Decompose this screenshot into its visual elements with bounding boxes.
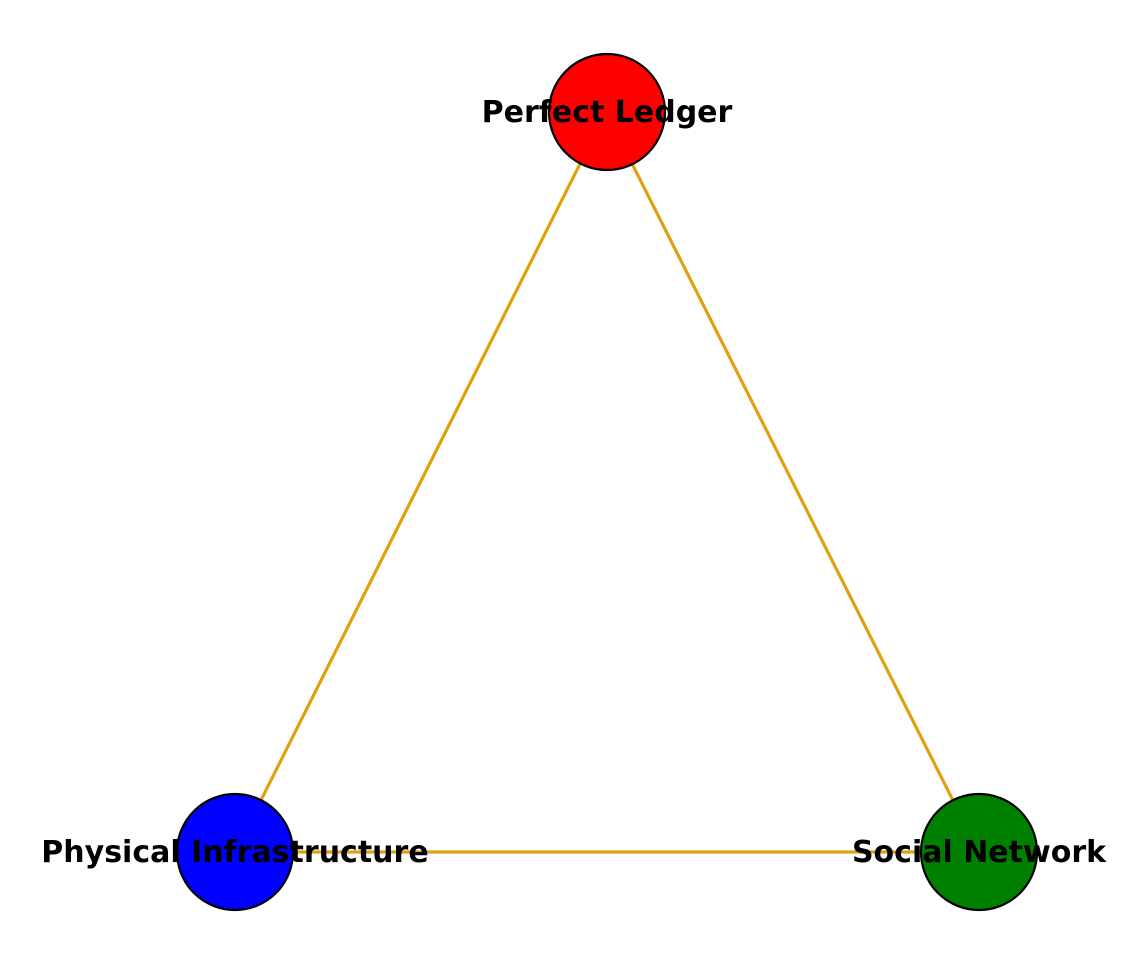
node-social-network[interactable]: Social Network xyxy=(852,792,1107,912)
edge-perfect-ledger-physical-infrastructure xyxy=(233,110,608,854)
node-circle-social-network xyxy=(919,792,1039,912)
node-physical-infrastructure[interactable]: Physical Infrastructure xyxy=(41,792,429,912)
edges xyxy=(233,110,981,854)
node-perfect-ledger[interactable]: Perfect Ledger xyxy=(482,52,733,172)
node-circle-perfect-ledger xyxy=(547,52,667,172)
edge-perfect-ledger-social-network xyxy=(604,110,981,854)
node-label-social-network: Social Network xyxy=(852,835,1107,870)
node-label-physical-infrastructure: Physical Infrastructure xyxy=(41,835,428,870)
node-label-perfect-ledger: Perfect Ledger xyxy=(482,95,733,130)
node-circle-physical-infrastructure xyxy=(175,792,295,912)
